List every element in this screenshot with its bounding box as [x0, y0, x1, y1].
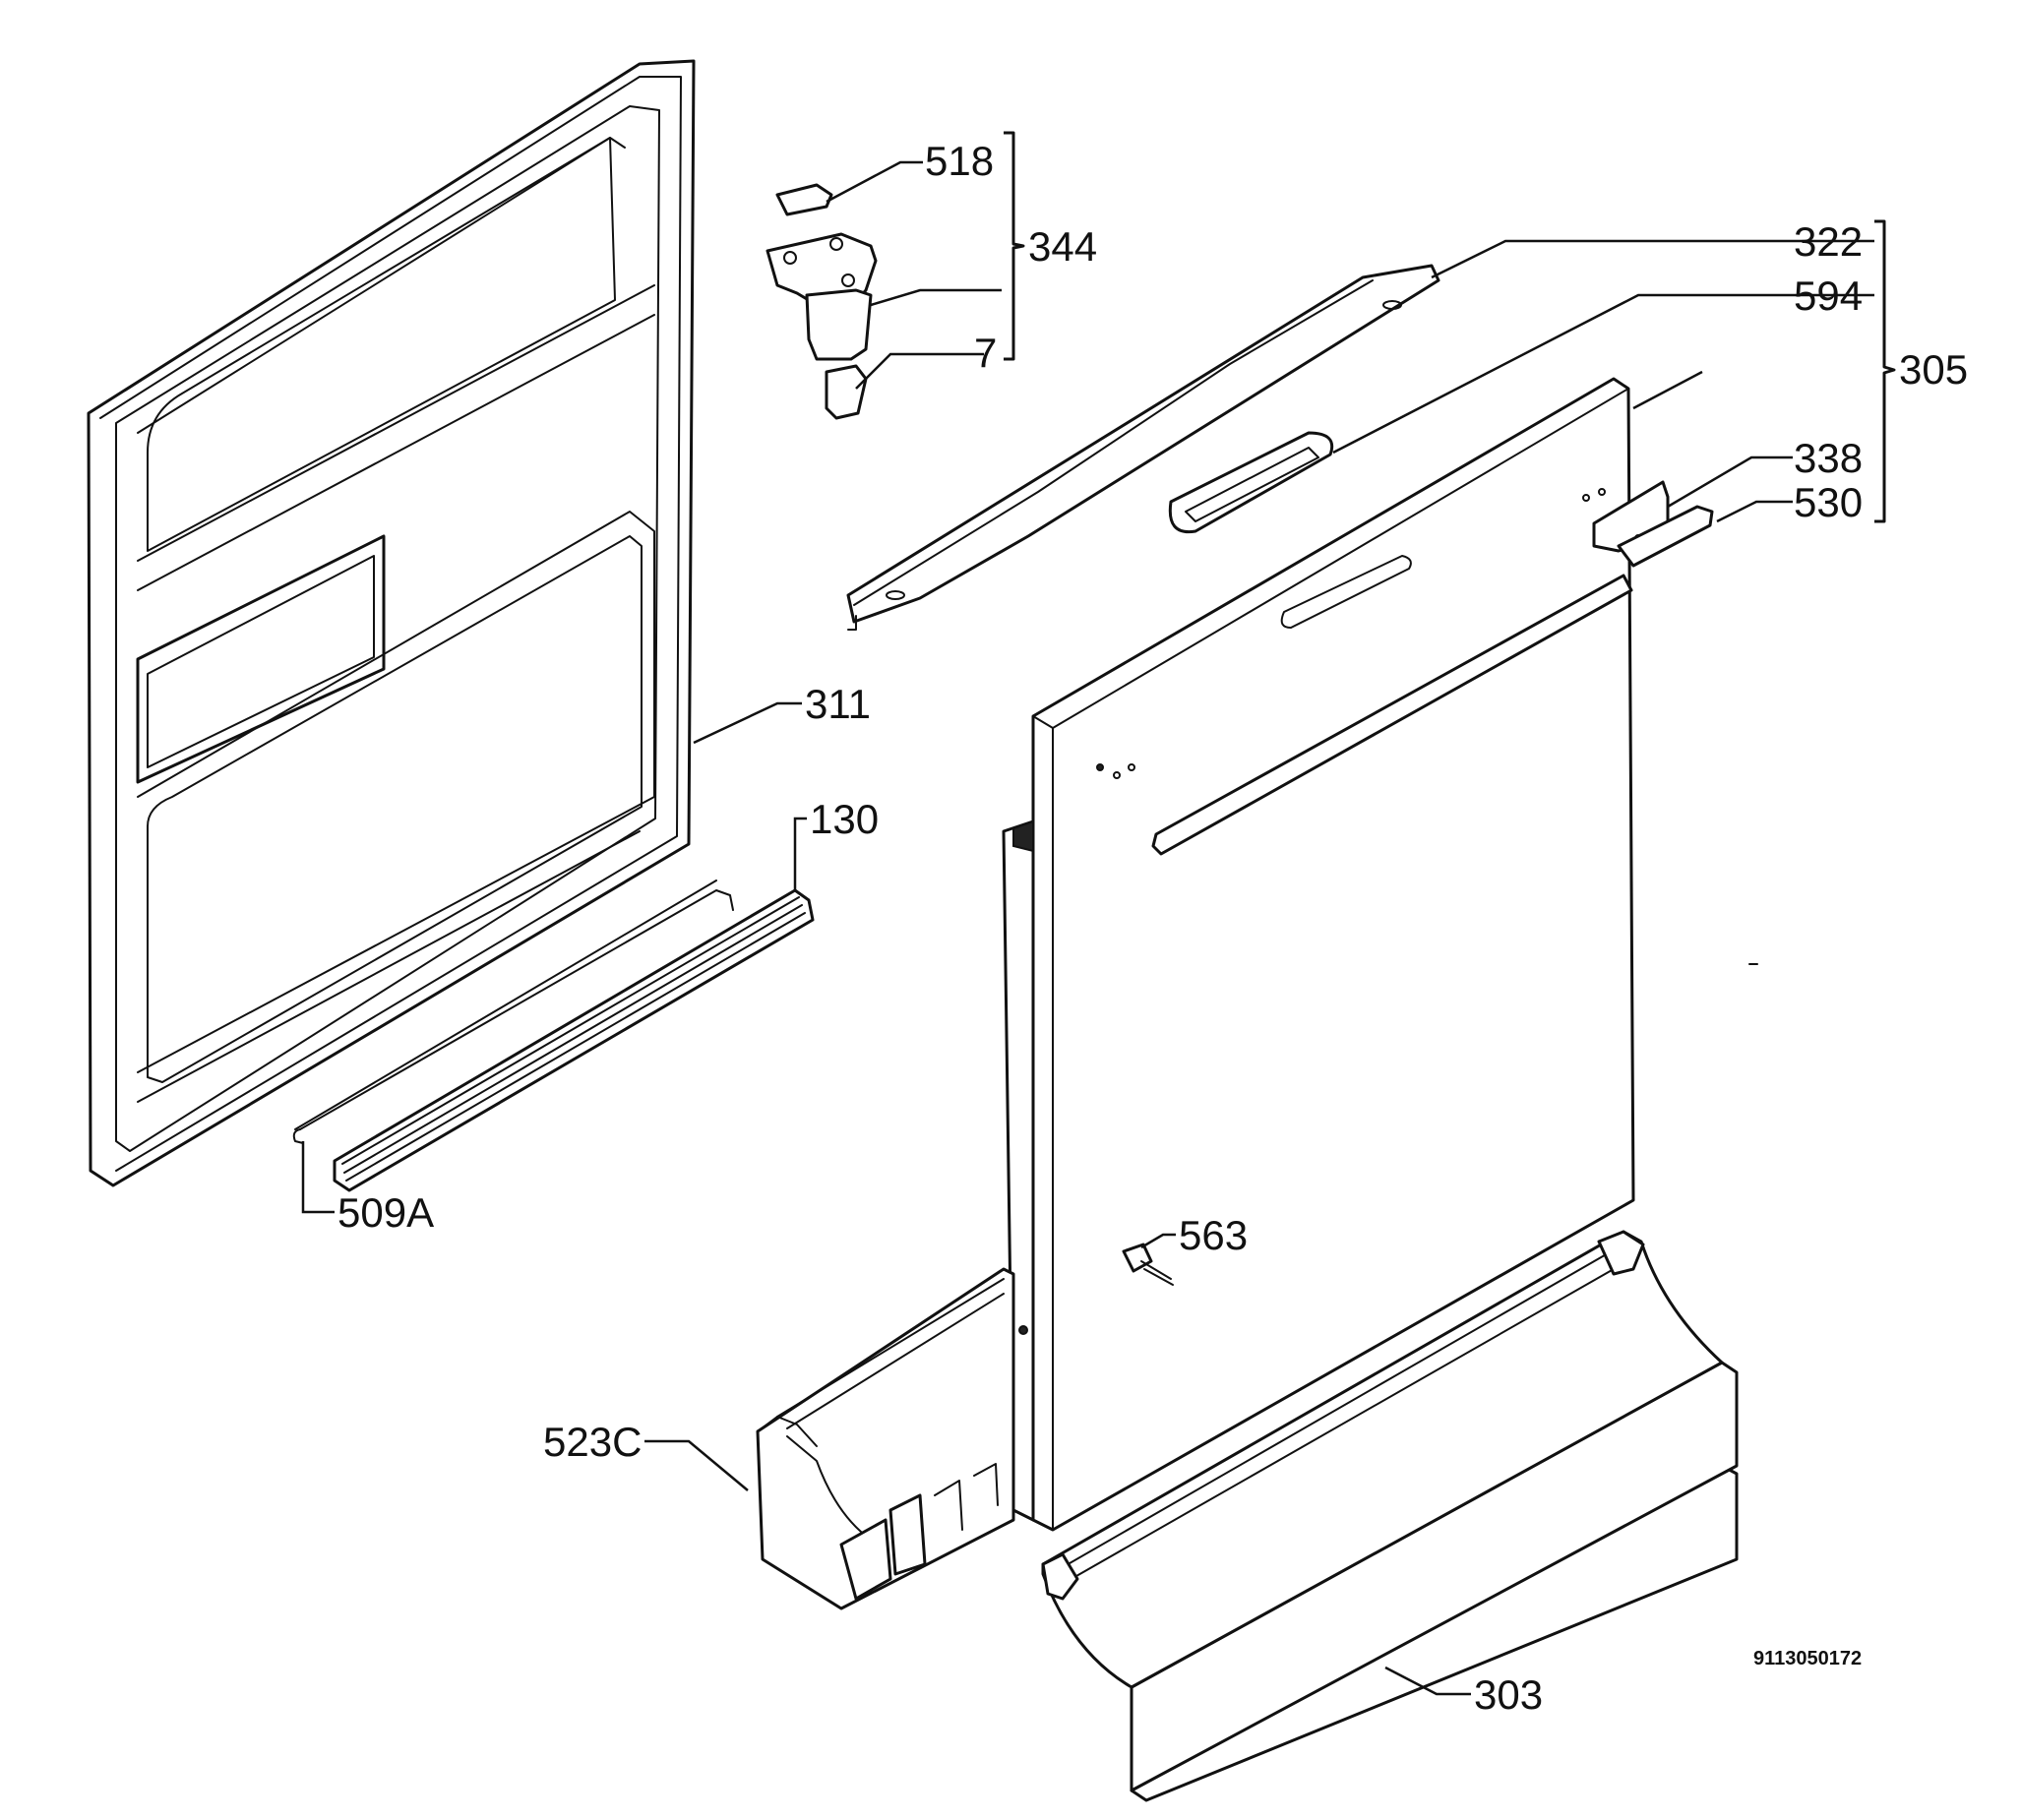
label-530: 530 — [1794, 479, 1863, 525]
lock-assembly-344 — [766, 183, 878, 420]
label-303: 303 — [1474, 1671, 1543, 1718]
label-7: 7 — [974, 330, 997, 376]
rod-530 — [1617, 505, 1714, 568]
label-305: 305 — [1899, 346, 1968, 393]
screw-563 — [1122, 1243, 1174, 1286]
label-344: 344 — [1028, 223, 1097, 270]
label-311: 311 — [805, 681, 871, 727]
label-518: 518 — [925, 138, 994, 184]
label-130: 130 — [810, 796, 879, 842]
outer-door-305 — [1002, 377, 1714, 1532]
drawing-number: 9113050172 — [1753, 1648, 1862, 1669]
kick-plate-303 — [1041, 1230, 1739, 1802]
brace-305 — [1874, 219, 1896, 523]
part-labels: 518 344 7 322 594 305 338 530 311 130 50… — [337, 138, 1968, 1718]
group-braces — [1004, 131, 1896, 523]
brace-344 — [1004, 131, 1025, 361]
top-rail-322 — [846, 264, 1440, 631]
rod-509a — [292, 880, 734, 1144]
inner-door-panel-311 — [87, 59, 696, 1187]
label-338: 338 — [1794, 435, 1863, 481]
label-563: 563 — [1179, 1212, 1248, 1258]
latch-part-518 — [775, 183, 833, 216]
label-322: 322 — [1794, 218, 1863, 265]
leader-lines — [301, 160, 1874, 1696]
hinge-box-523c — [756, 1267, 1015, 1610]
lock-part-7 — [825, 364, 868, 420]
label-594: 594 — [1794, 273, 1863, 319]
label-509a: 509A — [337, 1189, 434, 1236]
label-523c: 523C — [543, 1419, 642, 1465]
